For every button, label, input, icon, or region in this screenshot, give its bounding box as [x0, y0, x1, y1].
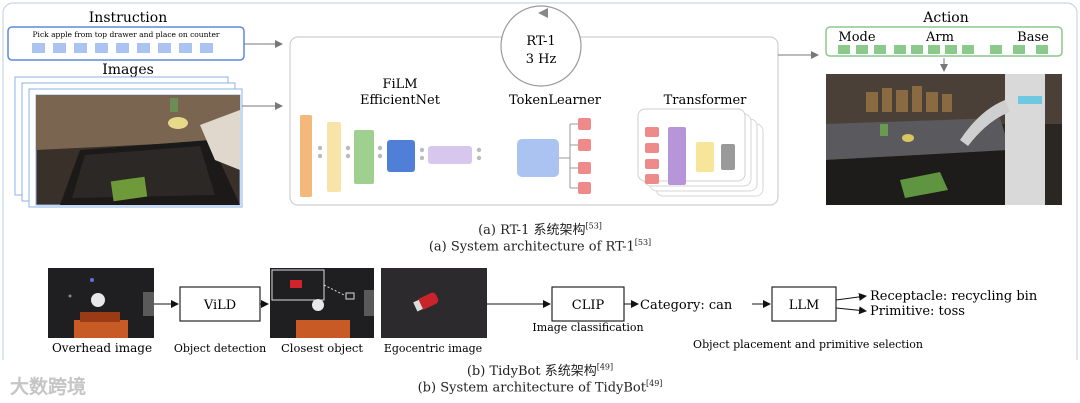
action-token-6 — [928, 45, 940, 54]
caption-a-cn: (a) RT-1 系统架构[53] — [0, 219, 1080, 238]
outer-frame — [2, 2, 1078, 360]
llm-label: LLM — [789, 298, 820, 313]
watermark-logo: 大数跨境 — [10, 376, 87, 398]
action-token-1 — [838, 45, 850, 54]
closest-object-image — [270, 268, 374, 338]
transformer-block — [637, 108, 764, 197]
caption-b-en: (b) System architecture of TidyBot[49] — [0, 379, 1080, 395]
overhead-image-label: Overhead image — [52, 341, 152, 355]
action-token-7 — [945, 45, 957, 54]
object-placement-label: Object placement and primitive selection — [693, 338, 923, 351]
action-arm-label: Arm — [925, 30, 954, 45]
robot-kitchen-image — [826, 74, 1062, 205]
instruction-text: Pick apple from top drawer and place on … — [33, 30, 220, 39]
instruction-token-6 — [137, 43, 150, 53]
receptacle-text: Receptacle: recycling bin — [870, 289, 1038, 304]
clip-label: CLIP — [572, 298, 605, 313]
action-token-10 — [1013, 45, 1025, 54]
caption-b-cn: (b) TidyBot 系统架构[49] — [0, 360, 1080, 379]
action-token-9 — [990, 45, 1002, 54]
film-title-line2: EfficientNet — [360, 93, 441, 108]
token-4 — [578, 182, 591, 194]
instruction-token-1 — [32, 43, 45, 53]
action-token-4 — [894, 45, 906, 54]
instruction-tokens — [32, 43, 213, 53]
caption-a-en-ref: [53] — [634, 238, 652, 247]
action-token-8 — [962, 45, 974, 54]
llm-to-primitive-arrow — [835, 306, 867, 315]
token-3 — [578, 162, 591, 174]
rt1-rate: 3 Hz — [526, 52, 557, 67]
instruction-title: Instruction — [89, 10, 167, 26]
rt1-title: RT-1 — [526, 34, 555, 49]
action-token-3 — [874, 45, 886, 54]
architecture-figure: Instruction Pick apple from top drawer a… — [2, 2, 1078, 360]
action-mode-label: Mode — [838, 30, 875, 45]
tokenlearner-title: TokenLearner — [509, 93, 602, 108]
caption-b-en-text: (b) System architecture of TidyBot — [417, 380, 646, 396]
egocentric-image — [381, 268, 487, 338]
category-text: Category: can — [640, 298, 733, 313]
action-token-5 — [911, 45, 923, 54]
caption-b-cn-text: (b) TidyBot 系统架构 — [466, 364, 597, 379]
instruction-token-3 — [74, 43, 87, 53]
caption-a-cn-text: (a) RT-1 系统架构 — [478, 223, 586, 238]
tokenlearner-block — [517, 118, 591, 194]
caption-b-en-ref: [49] — [645, 379, 663, 388]
egocentric-image-label: Egocentric image — [384, 342, 482, 355]
action-token-2 — [856, 45, 868, 54]
closest-object-label: Closest object — [281, 341, 363, 355]
film-title-line1: FiLM — [382, 77, 417, 92]
caption-a-en-text: (a) System architecture of RT-1 — [428, 239, 635, 255]
caption-a-cn-ref: [53] — [585, 221, 602, 231]
rt1-cycle-circle — [500, 5, 582, 87]
image-stack — [14, 76, 243, 208]
overhead-image — [48, 268, 154, 338]
instruction-token-4 — [95, 43, 108, 53]
images-title: Images — [102, 62, 154, 78]
token-2 — [578, 139, 591, 151]
robot-camera-image — [35, 94, 241, 206]
instruction-token-2 — [53, 43, 66, 53]
instruction-token-8 — [179, 43, 192, 53]
instruction-token-7 — [158, 43, 171, 53]
vild-box — [179, 286, 261, 322]
instruction-token-5 — [116, 43, 129, 53]
caption-a-en: (a) System architecture of RT-1[53] — [0, 238, 1080, 254]
film-efficientnet-blocks — [300, 115, 482, 197]
llm-box — [771, 286, 837, 322]
action-token-11 — [1036, 45, 1048, 54]
action-title: Action — [922, 10, 969, 26]
action-tokens — [838, 45, 1048, 54]
llm-to-receptacle-arrow — [835, 292, 867, 301]
action-base-label: Base — [1017, 30, 1049, 45]
object-detection-label: Object detection — [174, 342, 266, 355]
image-classification-label: Image classification — [532, 321, 643, 334]
transformer-title: Transformer — [664, 93, 748, 108]
instruction-token-9 — [200, 43, 213, 53]
token-1 — [578, 118, 591, 130]
primitive-text: Primitive: toss — [870, 304, 965, 319]
cycle-arrow-icon — [538, 8, 548, 18]
caption-b-cn-ref: [49] — [596, 362, 614, 372]
clip-box — [551, 286, 625, 322]
vild-label: ViLD — [203, 298, 236, 313]
